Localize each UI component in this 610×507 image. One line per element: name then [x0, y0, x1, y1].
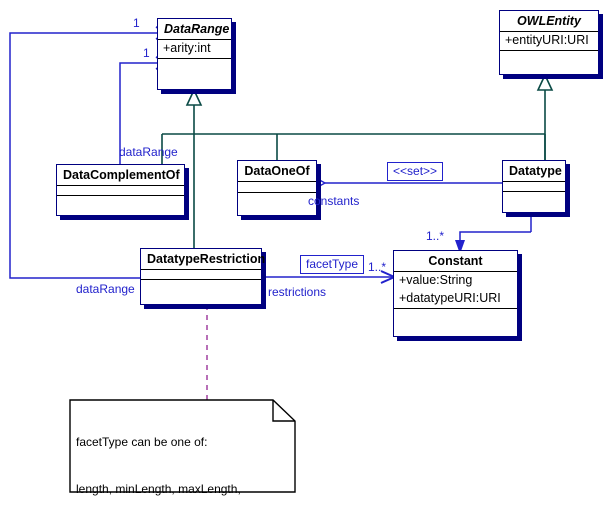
class-datacomplementof[interactable]: DataComplementOf [56, 164, 185, 216]
class-constant-attributes: +value:String +datatypeURI:URI [394, 272, 517, 309]
class-datacomplementof-operations [57, 196, 184, 218]
aggregation-dataoneof-constants [305, 177, 532, 254]
class-constant-operations [394, 309, 517, 331]
class-datatype-operations [503, 192, 565, 214]
class-dataoneof-attributes [238, 182, 316, 193]
class-attribute: +datatypeURI:URI [399, 291, 501, 305]
class-datarange-name: DataRange [158, 19, 231, 40]
note-line: facetType can be one of: [76, 435, 208, 449]
multiplicity-datarange-top: 1 [133, 16, 140, 30]
class-datatyperestriction-name: DatatypeRestriction [141, 249, 265, 270]
class-attribute: +entityURI:URI [505, 33, 589, 47]
class-datatyperestriction[interactable]: DatatypeRestriction [140, 248, 265, 306]
multiplicity-restrictions: 1..* [368, 260, 387, 274]
class-dataoneof-name: DataOneOf [238, 161, 316, 182]
class-owlentity-name: OWLEntity [500, 11, 598, 32]
class-datacomplementof-attributes [57, 186, 184, 196]
class-datatype-name: Datatype [503, 161, 565, 182]
class-constant[interactable]: Constant +value:String +datatypeURI:URI [393, 250, 518, 337]
class-owlentity-operations [500, 51, 598, 64]
facet-type-label[interactable]: facetType [300, 255, 365, 274]
multiplicity-constant-aggregation: 1..* [426, 229, 445, 243]
class-datacomplementof-name: DataComplementOf [57, 165, 184, 186]
class-datarange[interactable]: DataRange +arity:int [157, 18, 232, 90]
class-datarange-operations [158, 59, 231, 79]
class-datatyperestriction-attributes [141, 270, 261, 280]
class-dataoneof[interactable]: DataOneOf [237, 160, 317, 216]
class-constant-name: Constant [394, 251, 517, 272]
class-datatyperestriction-operations [141, 280, 261, 306]
role-label-datarange-bottom: dataRange [76, 282, 135, 296]
class-dataoneof-operations [238, 193, 316, 217]
multiplicity-datarange-second: 1 [143, 46, 150, 60]
class-attribute: +arity:int [163, 41, 211, 55]
class-owlentity[interactable]: OWLEntity +entityURI:URI [499, 10, 599, 75]
generalization-datarange-tree [161, 88, 546, 248]
stereotype-set-label[interactable]: <<set>> [387, 162, 444, 181]
generalization-datatype-owlentity [536, 73, 554, 160]
role-label-restrictions: restrictions [268, 285, 327, 299]
class-owlentity-attributes: +entityURI:URI [500, 32, 598, 51]
role-label-constants: constants [308, 194, 360, 208]
role-label-datarange-top: dataRange [119, 145, 178, 159]
class-datarange-attributes: +arity:int [158, 40, 231, 59]
class-datatype-attributes [503, 182, 565, 192]
note-text: facetType can be one of: length, minLeng… [76, 404, 266, 507]
class-attribute: +value:String [399, 273, 473, 287]
class-datatype[interactable]: Datatype [502, 160, 566, 213]
note-line: length, minLength, maxLength, [76, 481, 241, 496]
